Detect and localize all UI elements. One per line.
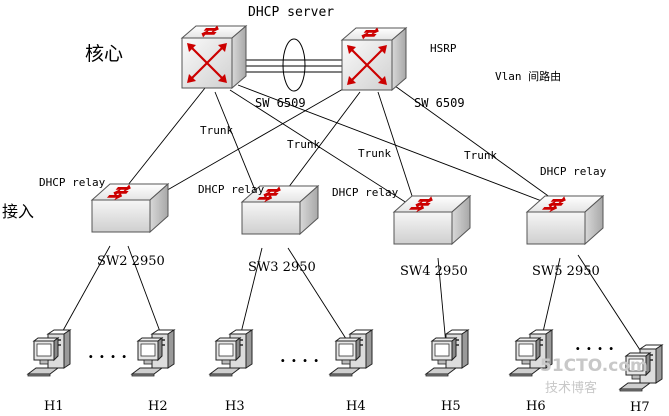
trunk-label-4: Trunk [464,149,497,162]
access-switch-sw4[interactable] [394,196,470,244]
trunk-label-2: Trunk [287,138,320,151]
switch-label-sw2: SW2 2950 [97,254,165,269]
host-h4[interactable] [329,329,373,377]
links [54,59,641,351]
host-label-h1: H1 [44,399,64,414]
core-switch-right[interactable] [342,27,406,90]
host-h5[interactable] [425,329,469,377]
ellipsis-h3-h4: . . . . [280,347,319,366]
core-layer-label: 核心 [85,43,123,65]
host-label-h7: H7 [630,400,650,415]
dhcp-relay-label-sw5: DHCP relay [540,165,607,178]
host-label-h3: H3 [225,399,245,414]
access-switch-sw2[interactable] [92,184,168,232]
ellipsis-h1-h2: . . . . [88,343,127,362]
core-switch-right-label: SW 6509 [414,96,465,110]
host-h2[interactable] [131,329,175,377]
access-layer-label: 接入 [2,202,34,221]
dhcp-relay-label-sw2: DHCP relay [39,176,106,189]
hsrp-ellipse [282,38,306,92]
host-label-h4: H4 [346,399,366,414]
hsrp-label: HSRP [430,42,457,55]
core-switch-left[interactable] [182,25,246,88]
dhcp-server-label: DHCP server [248,5,334,20]
host-label-h6: H6 [526,399,546,414]
switch-label-sw3: SW3 2950 [248,260,316,275]
host-label-h5: H5 [441,399,461,414]
switch-label-sw5: SW5 2950 [532,264,600,279]
dhcp-relay-label-sw3: DHCP relay [198,183,265,196]
watermark-subtitle: 技术博客 [545,380,597,396]
access-switch-sw5[interactable] [527,196,603,244]
trunk-label-1: Trunk [200,124,233,137]
host-h1[interactable] [27,329,71,377]
core-switch-left-label: SW 6509 [255,96,306,110]
dhcp-relay-label-sw4: DHCP relay [332,186,399,199]
switch-label-sw4: SW4 2950 [400,264,468,279]
vlan-routing-label: Vlan 间路由 [495,69,561,83]
host-h3[interactable] [209,329,253,377]
host-label-h2: H2 [148,399,168,414]
ellipsis-h6-h7: . . . . [575,335,614,354]
watermark-logo: 51CTO.com [540,356,648,376]
trunk-label-3: Trunk [358,147,391,160]
